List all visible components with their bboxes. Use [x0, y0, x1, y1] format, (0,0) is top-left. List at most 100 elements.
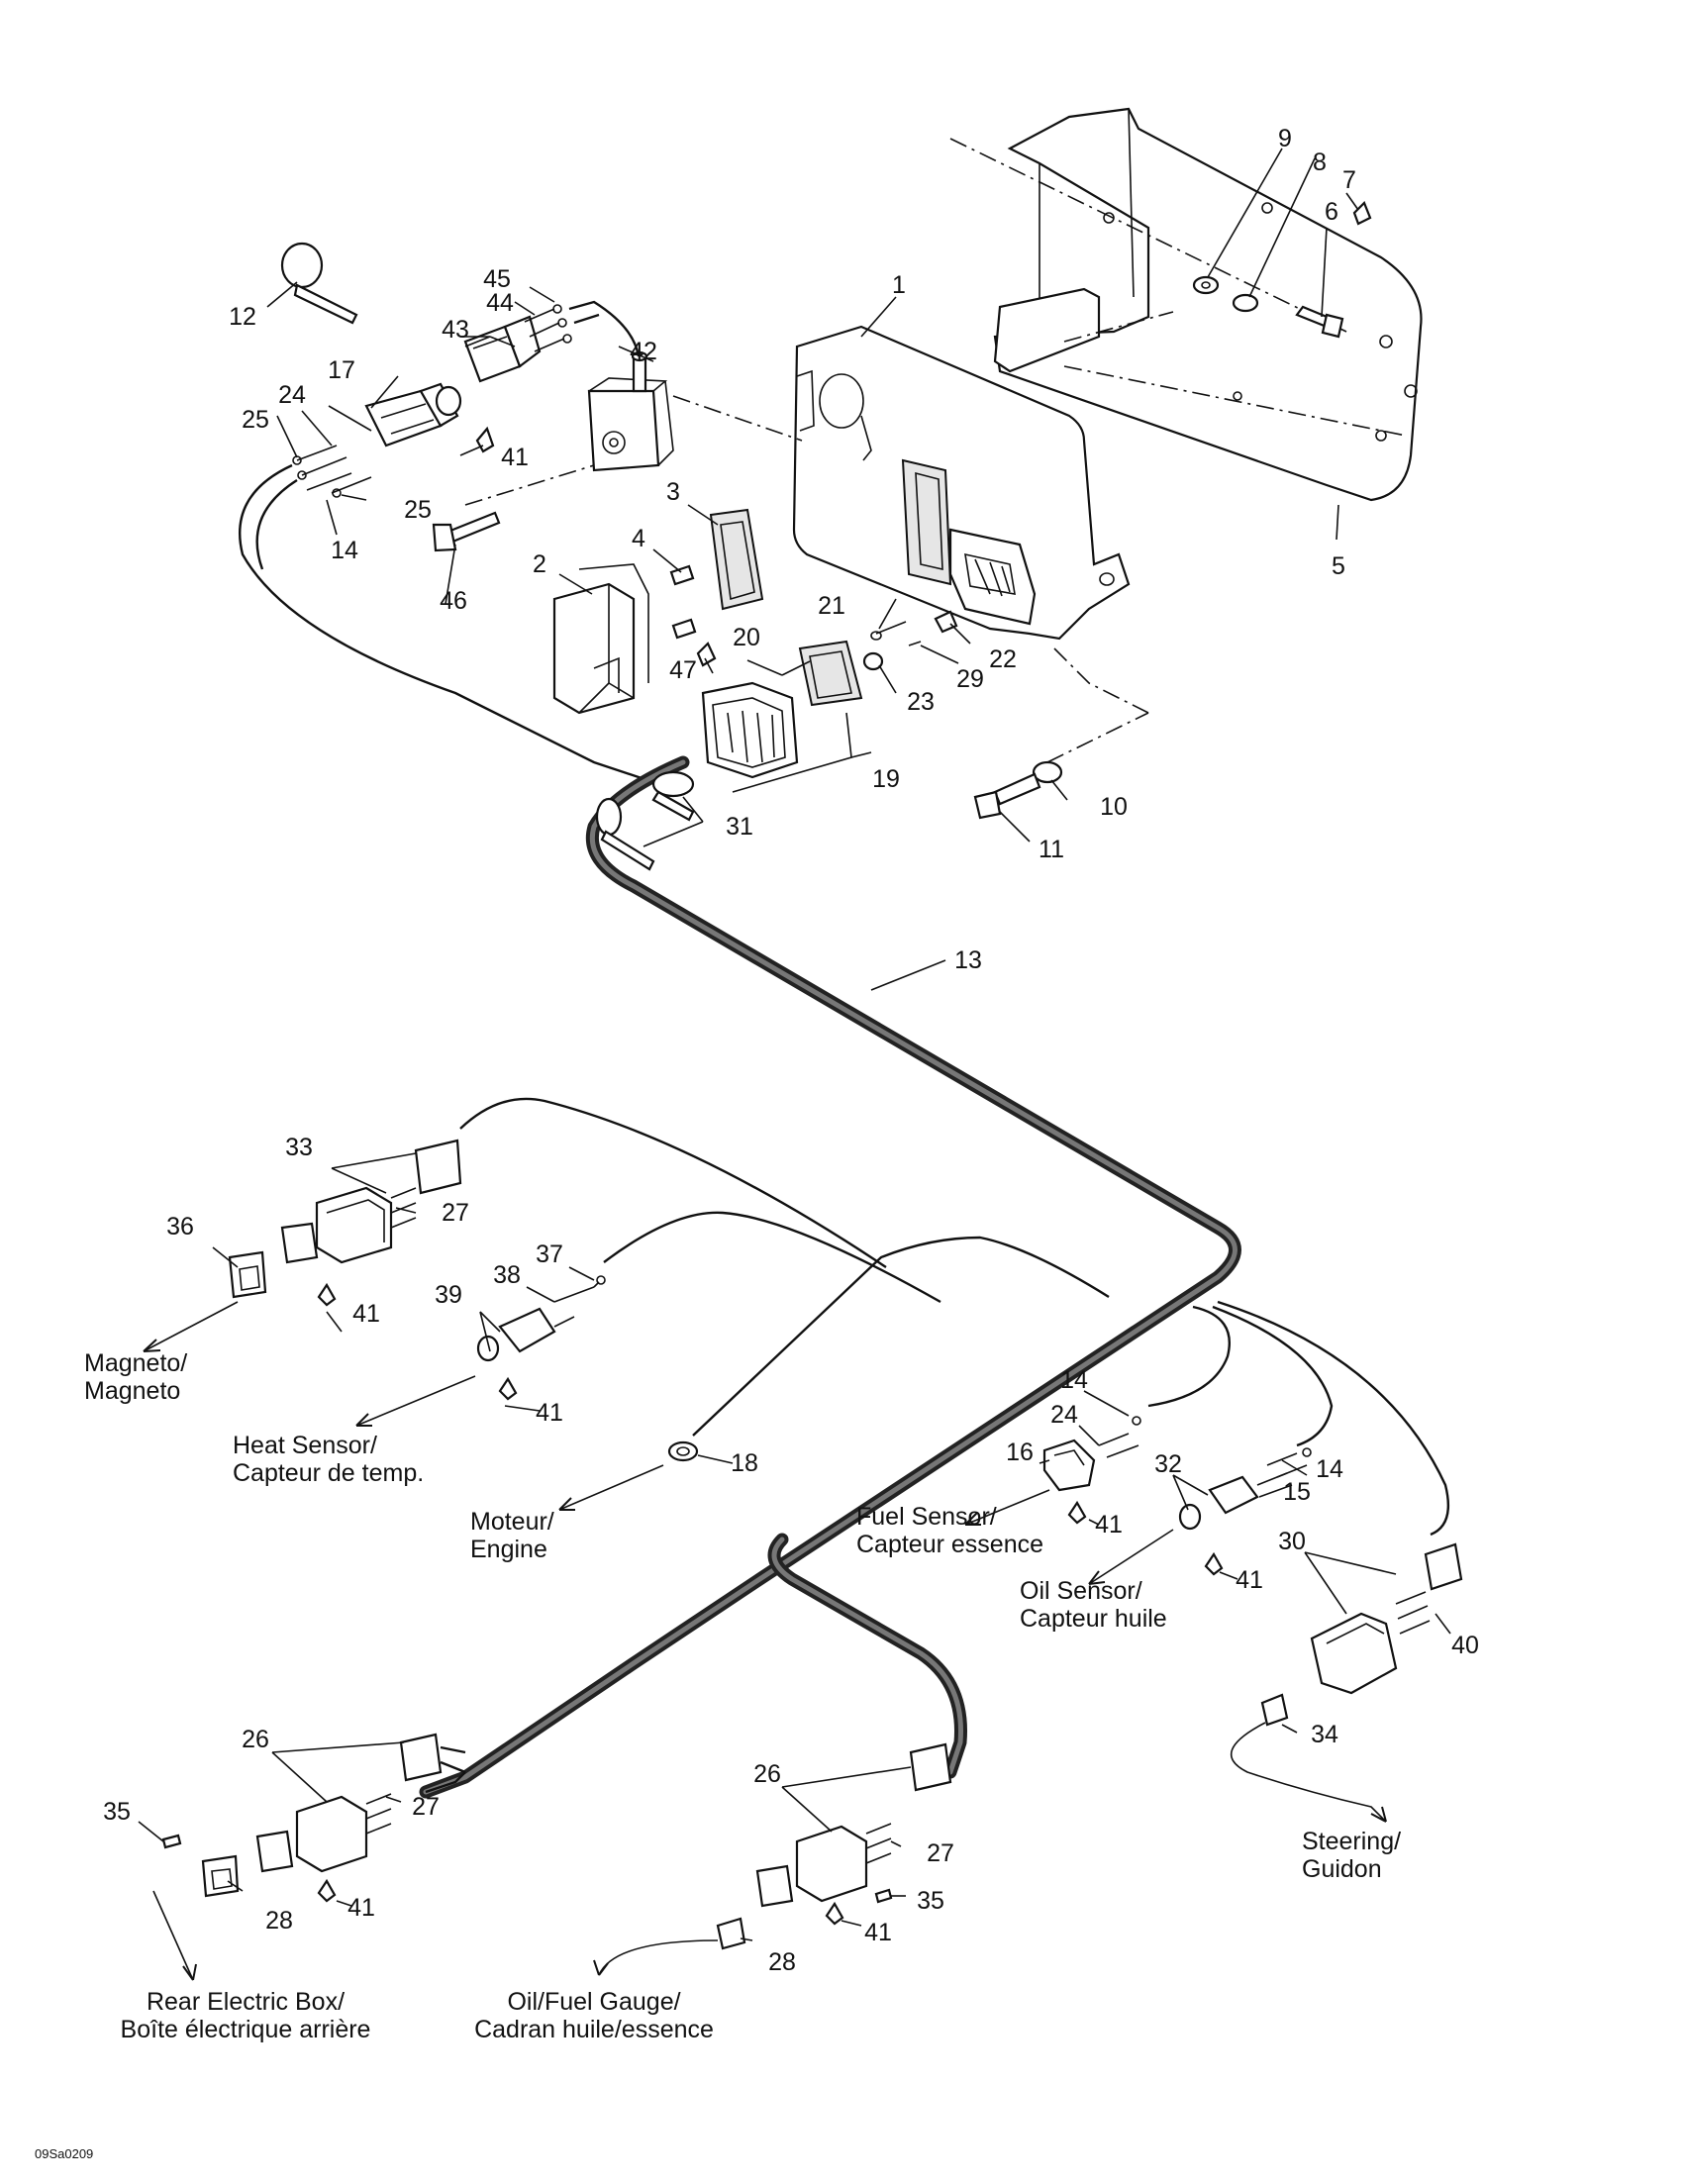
callout-45: 45: [483, 265, 511, 293]
heat-sensor-branch-wire: [603, 1211, 941, 1304]
screw-46: [432, 511, 501, 552]
callout-40: 40: [1451, 1632, 1479, 1659]
callout-41-oil: 41: [1236, 1566, 1263, 1594]
direction-arrow: [1088, 1529, 1174, 1585]
terminals-38: [553, 1281, 600, 1303]
fuse: [669, 564, 695, 586]
caption-magneto-en: Magneto/: [84, 1349, 187, 1377]
direction-arrow: [355, 1375, 476, 1427]
callout-1: 1: [892, 271, 906, 299]
cap-41-top: [475, 426, 495, 453]
arrow-head: [593, 1959, 609, 1976]
callout-36: 36: [166, 1213, 194, 1241]
callout-33: 33: [285, 1134, 313, 1161]
caption-fuel-sensor-fr: Capteur essence: [856, 1531, 1043, 1558]
caption-engine-en: Engine: [470, 1536, 547, 1563]
leader-lines: [138, 148, 1451, 1941]
cable-ties-31: [595, 770, 695, 871]
washer-9: [1192, 275, 1220, 295]
callout-41-top: 41: [501, 444, 529, 471]
caption-heat-sensor-en: Heat Sensor/: [233, 1432, 377, 1459]
pin-35: [874, 1888, 893, 1904]
cap-41: [317, 1282, 337, 1307]
caption-oil-sensor-en: Oil Sensor/: [1020, 1577, 1142, 1605]
callout-19: 19: [872, 765, 900, 793]
terminals-44: [524, 300, 641, 357]
callout-23: 23: [907, 688, 935, 716]
callout-8: 8: [1313, 149, 1327, 176]
callout-3: 3: [666, 478, 680, 506]
callout-41-magneto: 41: [352, 1300, 380, 1328]
direction-arrow: [598, 1939, 719, 1976]
mounting-bracket: [993, 107, 1423, 502]
callout-44: 44: [486, 289, 514, 317]
caption-rear-box-en: Rear Electric Box/: [147, 1988, 345, 2016]
caption-heat-sensor-fr: Capteur de temp.: [233, 1459, 424, 1487]
seal-33: [414, 1139, 462, 1195]
callout-14-fuel: 14: [1060, 1366, 1088, 1394]
callout-14: 14: [331, 537, 358, 564]
callout-28-gauge: 28: [768, 1948, 796, 1976]
connector-26-gauge: [795, 1823, 892, 1903]
arrow-head: [1370, 1806, 1387, 1823]
magneto-branch-wire: [459, 1097, 887, 1268]
seal-37: [596, 1275, 606, 1285]
direction-arrow: [558, 1464, 664, 1511]
callout-24: 24: [278, 381, 306, 409]
direction-arrow: [1230, 1722, 1387, 1823]
caption-fuel-sensor-en: Fuel Sensor/: [856, 1503, 997, 1531]
cap-41: [317, 1878, 337, 1903]
callout-7: 7: [1342, 166, 1356, 194]
protective-cover-3: [709, 508, 764, 611]
connector-33: [315, 1186, 417, 1264]
caption-rear-box-fr: Boîte électrique arrière: [121, 2016, 371, 2043]
plug-34: [1260, 1693, 1289, 1727]
ground-eyelet: [667, 1440, 699, 1462]
arrow-head: [143, 1339, 161, 1352]
fuel-sensor-connector-16: [1042, 1439, 1096, 1492]
callout-38: 38: [493, 1261, 521, 1289]
seal-14: [1302, 1447, 1312, 1457]
callout-25: 25: [242, 406, 269, 434]
callout-numbers: 1 2 3 4 5 6 7 8 9 10 11 12 13 14 25 17 2…: [103, 125, 1479, 1976]
cap-47: [696, 642, 717, 667]
seal-ring: [280, 1222, 319, 1264]
nut-7: [1352, 201, 1372, 226]
connector-housing-43: [463, 315, 542, 383]
heat-sensor-connector-39: [476, 1307, 575, 1362]
callout-20: 20: [733, 624, 760, 651]
callout-26-gauge: 26: [753, 1760, 781, 1788]
fuse: [671, 618, 697, 640]
cap-41: [1067, 1500, 1087, 1525]
seal-23: [862, 651, 884, 671]
harness-branch-wire: [440, 1745, 466, 1774]
callout-14-oil: 14: [1316, 1455, 1343, 1483]
main-wiring-harness: [419, 755, 1241, 1799]
callout-41-fuel: 41: [1095, 1511, 1123, 1539]
seal-26: [909, 1742, 952, 1792]
callout-34: 34: [1311, 1721, 1338, 1748]
caption-oil-sensor-fr: Capteur huile: [1020, 1605, 1167, 1633]
caption-gauge-fr: Cadran huile/essence: [474, 2016, 714, 2043]
terminals-15: [1266, 1452, 1308, 1478]
voltage-regulator: [552, 563, 649, 715]
callout-16: 16: [1006, 1439, 1034, 1466]
callout-4: 4: [632, 525, 645, 552]
connector-seal-20: [798, 640, 863, 707]
seal-40: [1424, 1542, 1463, 1591]
callout-26-rear: 26: [242, 1726, 269, 1753]
callout-2: 2: [533, 550, 546, 578]
callout-27-gauge: 27: [927, 1839, 954, 1867]
callout-22: 22: [989, 645, 1017, 673]
arrow-head: [355, 1413, 372, 1427]
cable-tie: [280, 242, 358, 325]
drawing-code: 09Sa0209: [35, 2146, 93, 2161]
bolt-axis-line: [1053, 647, 1149, 714]
seal-26: [399, 1733, 443, 1782]
callout-5: 5: [1332, 552, 1345, 580]
oil-sensor-connector-32: [1178, 1472, 1293, 1531]
arrow-head: [558, 1497, 575, 1511]
cap-41: [1204, 1551, 1224, 1576]
screw-6: [1295, 305, 1344, 339]
connector-26: [295, 1793, 392, 1873]
